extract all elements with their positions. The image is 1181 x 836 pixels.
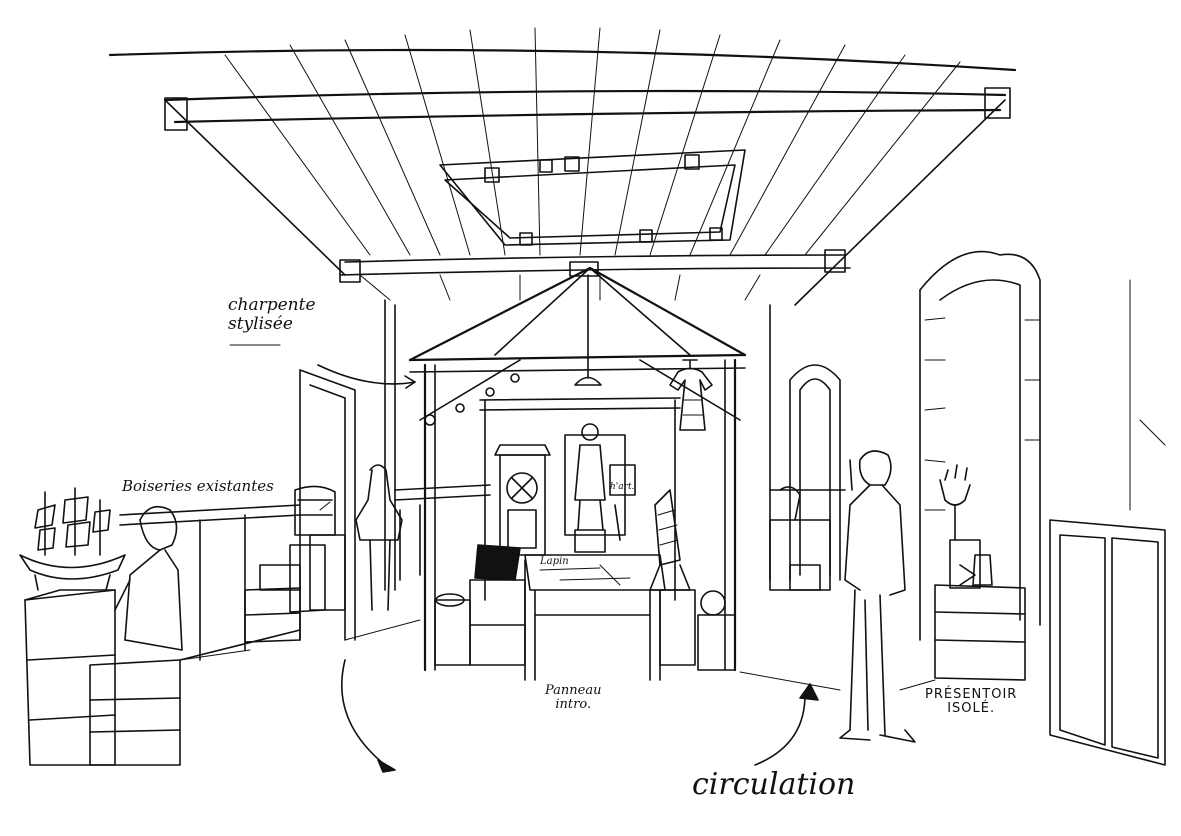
left-plinth (24, 589, 181, 766)
lattice-object (649, 489, 691, 591)
left-crates (244, 485, 346, 643)
annotation-presentoir-isole: PRÉSENTOIR ISOLÉ. (925, 687, 1018, 717)
back-walls (119, 299, 846, 661)
ceiling-frame (108, 27, 1017, 306)
lighting-rail (439, 149, 746, 246)
hat-label-text: h'art. (610, 482, 635, 492)
annotation-circulation: circulation (692, 767, 856, 802)
display-table (524, 554, 666, 681)
annotation-charpente: charpente stylisée (228, 295, 316, 334)
grandfather-clock (494, 444, 551, 556)
frame-plinths (434, 544, 736, 671)
right-cabinet (1049, 519, 1166, 766)
floor (179, 619, 936, 691)
back-visitor (355, 464, 403, 611)
seated-visitor (114, 505, 183, 651)
annotation-panneau-intro: Panneau intro. (545, 683, 602, 713)
stone-window (919, 250, 1166, 641)
panel-title-text: Lapin (540, 556, 569, 567)
annotation-arrows (229, 344, 819, 773)
isolated-display (934, 464, 1026, 681)
annotation-boiseries: Boiseries existantes (122, 477, 274, 495)
hanging-garment (669, 359, 713, 431)
standing-visitor (839, 450, 916, 743)
right-arch-objects (769, 486, 831, 591)
ship-model (19, 487, 126, 591)
central-exhibit (564, 423, 636, 553)
